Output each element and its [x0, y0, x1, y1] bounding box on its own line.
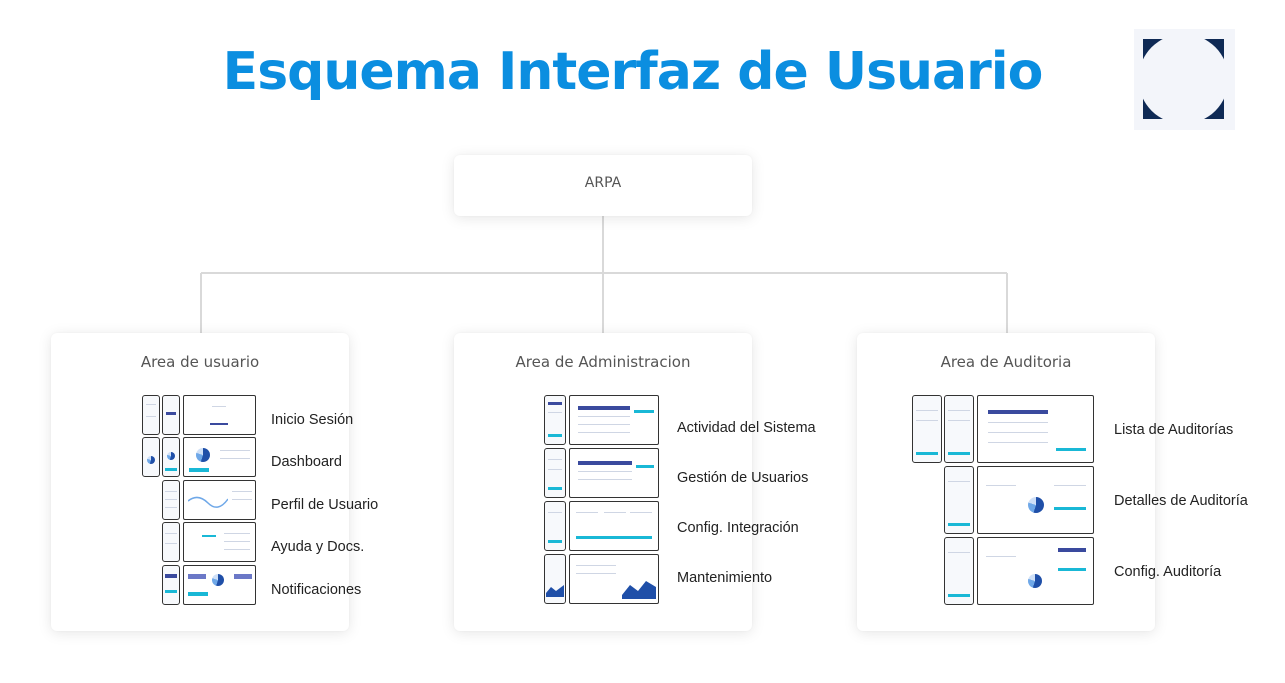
activity-phone-thumbnail	[544, 395, 566, 445]
item-actividad-sistema: Actividad del Sistema	[677, 420, 816, 436]
dashboard-phone-thumbnail-2	[162, 437, 180, 477]
root-label: ARPA	[584, 175, 622, 191]
item-detalles-auditoria: Detalles de Auditoría	[1114, 493, 1248, 509]
item-gestion-usuarios: Gestión de Usuarios	[677, 470, 809, 486]
item-config-integracion: Config. Integración	[677, 520, 799, 536]
dashboard-screen-thumbnail	[183, 437, 256, 477]
notifications-screen-thumbnail	[183, 565, 256, 605]
item-perfil-usuario: Perfil de Usuario	[271, 497, 379, 513]
item-inicio-sesion: Inicio Sesión	[271, 412, 354, 428]
login-phone-thumbnail-2	[162, 395, 180, 435]
item-lista-auditorias: Lista de Auditorías	[1114, 422, 1234, 438]
profile-phone-thumbnail	[162, 480, 180, 520]
integration-phone-thumbnail	[544, 501, 566, 551]
maintenance-phone-thumbnail	[544, 554, 566, 604]
area-title: Area de usuario	[140, 353, 260, 371]
page-title: Esquema Interfaz de Usuario	[222, 42, 1044, 102]
area-auditoria-card: Area de Auditoria Lista de Auditorías De…	[857, 333, 1248, 631]
users-screen-thumbnail	[569, 448, 659, 498]
item-config-auditoria: Config. Auditoría	[1114, 564, 1222, 580]
dashboard-phone-thumbnail	[142, 437, 160, 477]
audit-list-screen-thumbnail	[977, 395, 1094, 463]
users-phone-thumbnail	[544, 448, 566, 498]
integration-screen-thumbnail	[569, 501, 659, 551]
item-mantenimiento: Mantenimiento	[677, 570, 773, 586]
item-dashboard: Dashboard	[271, 454, 342, 470]
maintenance-screen-thumbnail	[569, 554, 659, 604]
area-usuario-card: Area de usuario Inicio Sesión Dashboard …	[51, 333, 378, 631]
audit-details-phone-thumbnail	[944, 466, 974, 534]
help-phone-thumbnail	[162, 522, 180, 562]
login-screen-thumbnail	[183, 395, 256, 435]
audit-config-screen-thumbnail	[977, 537, 1094, 605]
area-title: Area de Auditoria	[940, 353, 1072, 371]
audit-list-phone-thumbnail	[912, 395, 942, 463]
brand-logo-icon	[1134, 29, 1235, 130]
notifications-phone-thumbnail	[162, 565, 180, 605]
activity-screen-thumbnail	[569, 395, 659, 445]
audit-details-screen-thumbnail	[977, 466, 1094, 534]
area-administracion-card: Area de Administracion Actividad del Sis…	[454, 333, 816, 631]
item-ayuda-docs: Ayuda y Docs.	[271, 539, 365, 555]
item-notificaciones: Notificaciones	[271, 582, 362, 598]
help-screen-thumbnail	[183, 522, 256, 562]
login-phone-thumbnail	[142, 395, 160, 435]
profile-screen-thumbnail	[183, 480, 256, 520]
root-node: ARPA	[454, 155, 752, 216]
audit-config-phone-thumbnail	[944, 537, 974, 605]
area-title: Area de Administracion	[515, 353, 691, 371]
audit-list-phone-thumbnail-2	[944, 395, 974, 463]
